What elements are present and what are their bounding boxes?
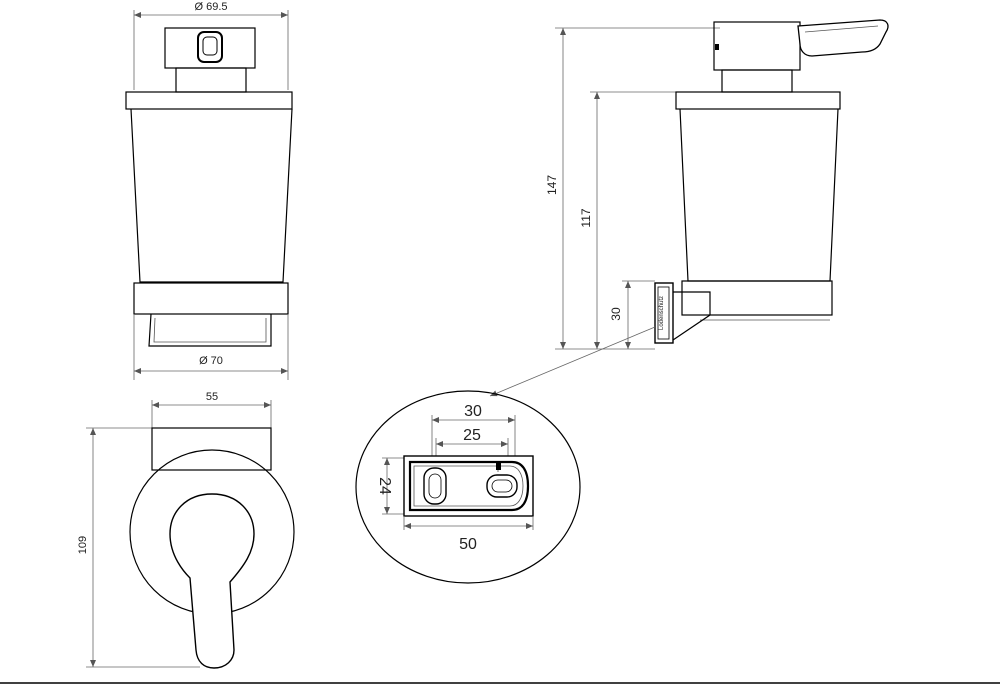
- dim-bracket-label: 30: [609, 307, 623, 321]
- dim-bottom-diameter-label: Ø 70: [199, 355, 223, 367]
- lever-edge: [804, 25, 879, 33]
- tray-inner: [153, 317, 267, 343]
- dim-detail-height-label: 24: [376, 477, 393, 495]
- pump-neck: [175, 67, 247, 93]
- side-view: 147 117 30 Lodenschutz: [489, 19, 889, 397]
- slot-hole-right: [486, 474, 518, 498]
- bracket-outline: [408, 460, 530, 512]
- pump-neck-side: [721, 69, 793, 93]
- base-ring: [133, 282, 289, 315]
- collar: [125, 91, 293, 110]
- dim-top-diameter-label: Ø 69.5: [194, 1, 227, 13]
- dim-outer-spacing-label: 30: [464, 403, 482, 420]
- brand-text: Lodenschutz: [659, 296, 665, 330]
- dim-total-label: 147: [545, 175, 559, 195]
- glass-side: [679, 108, 839, 282]
- dim-height-label: 109: [77, 536, 89, 554]
- detail-ellipse: [355, 390, 581, 584]
- dim-detail-width-label: 50: [459, 536, 477, 553]
- pump-lever-inner: [202, 36, 218, 56]
- pump-lever-side: [797, 19, 889, 57]
- glass-body: [130, 108, 293, 283]
- tray: [148, 313, 272, 347]
- front-view: Ø 69.5 Ø 70: [125, 1, 293, 380]
- pump-lever-front: [197, 31, 223, 63]
- wall-view: 55 109: [77, 391, 295, 669]
- hook-lever: [169, 493, 255, 669]
- base-side: [681, 280, 833, 316]
- bracket-arm: [672, 291, 711, 341]
- dim-inner-spacing-label: 25: [463, 427, 481, 444]
- leader-line: [489, 326, 656, 397]
- collar-side: [675, 91, 841, 110]
- wall-plate-top: [151, 427, 272, 471]
- slot-hole-left: [423, 467, 447, 505]
- dim-glass-label: 117: [579, 208, 593, 227]
- pump-head-side: [713, 21, 801, 71]
- detail-view: 30 25 24 50: [355, 390, 581, 584]
- wall-bracket: [654, 282, 674, 344]
- pump-mark: [715, 44, 719, 50]
- dim-width-label: 55: [206, 391, 218, 403]
